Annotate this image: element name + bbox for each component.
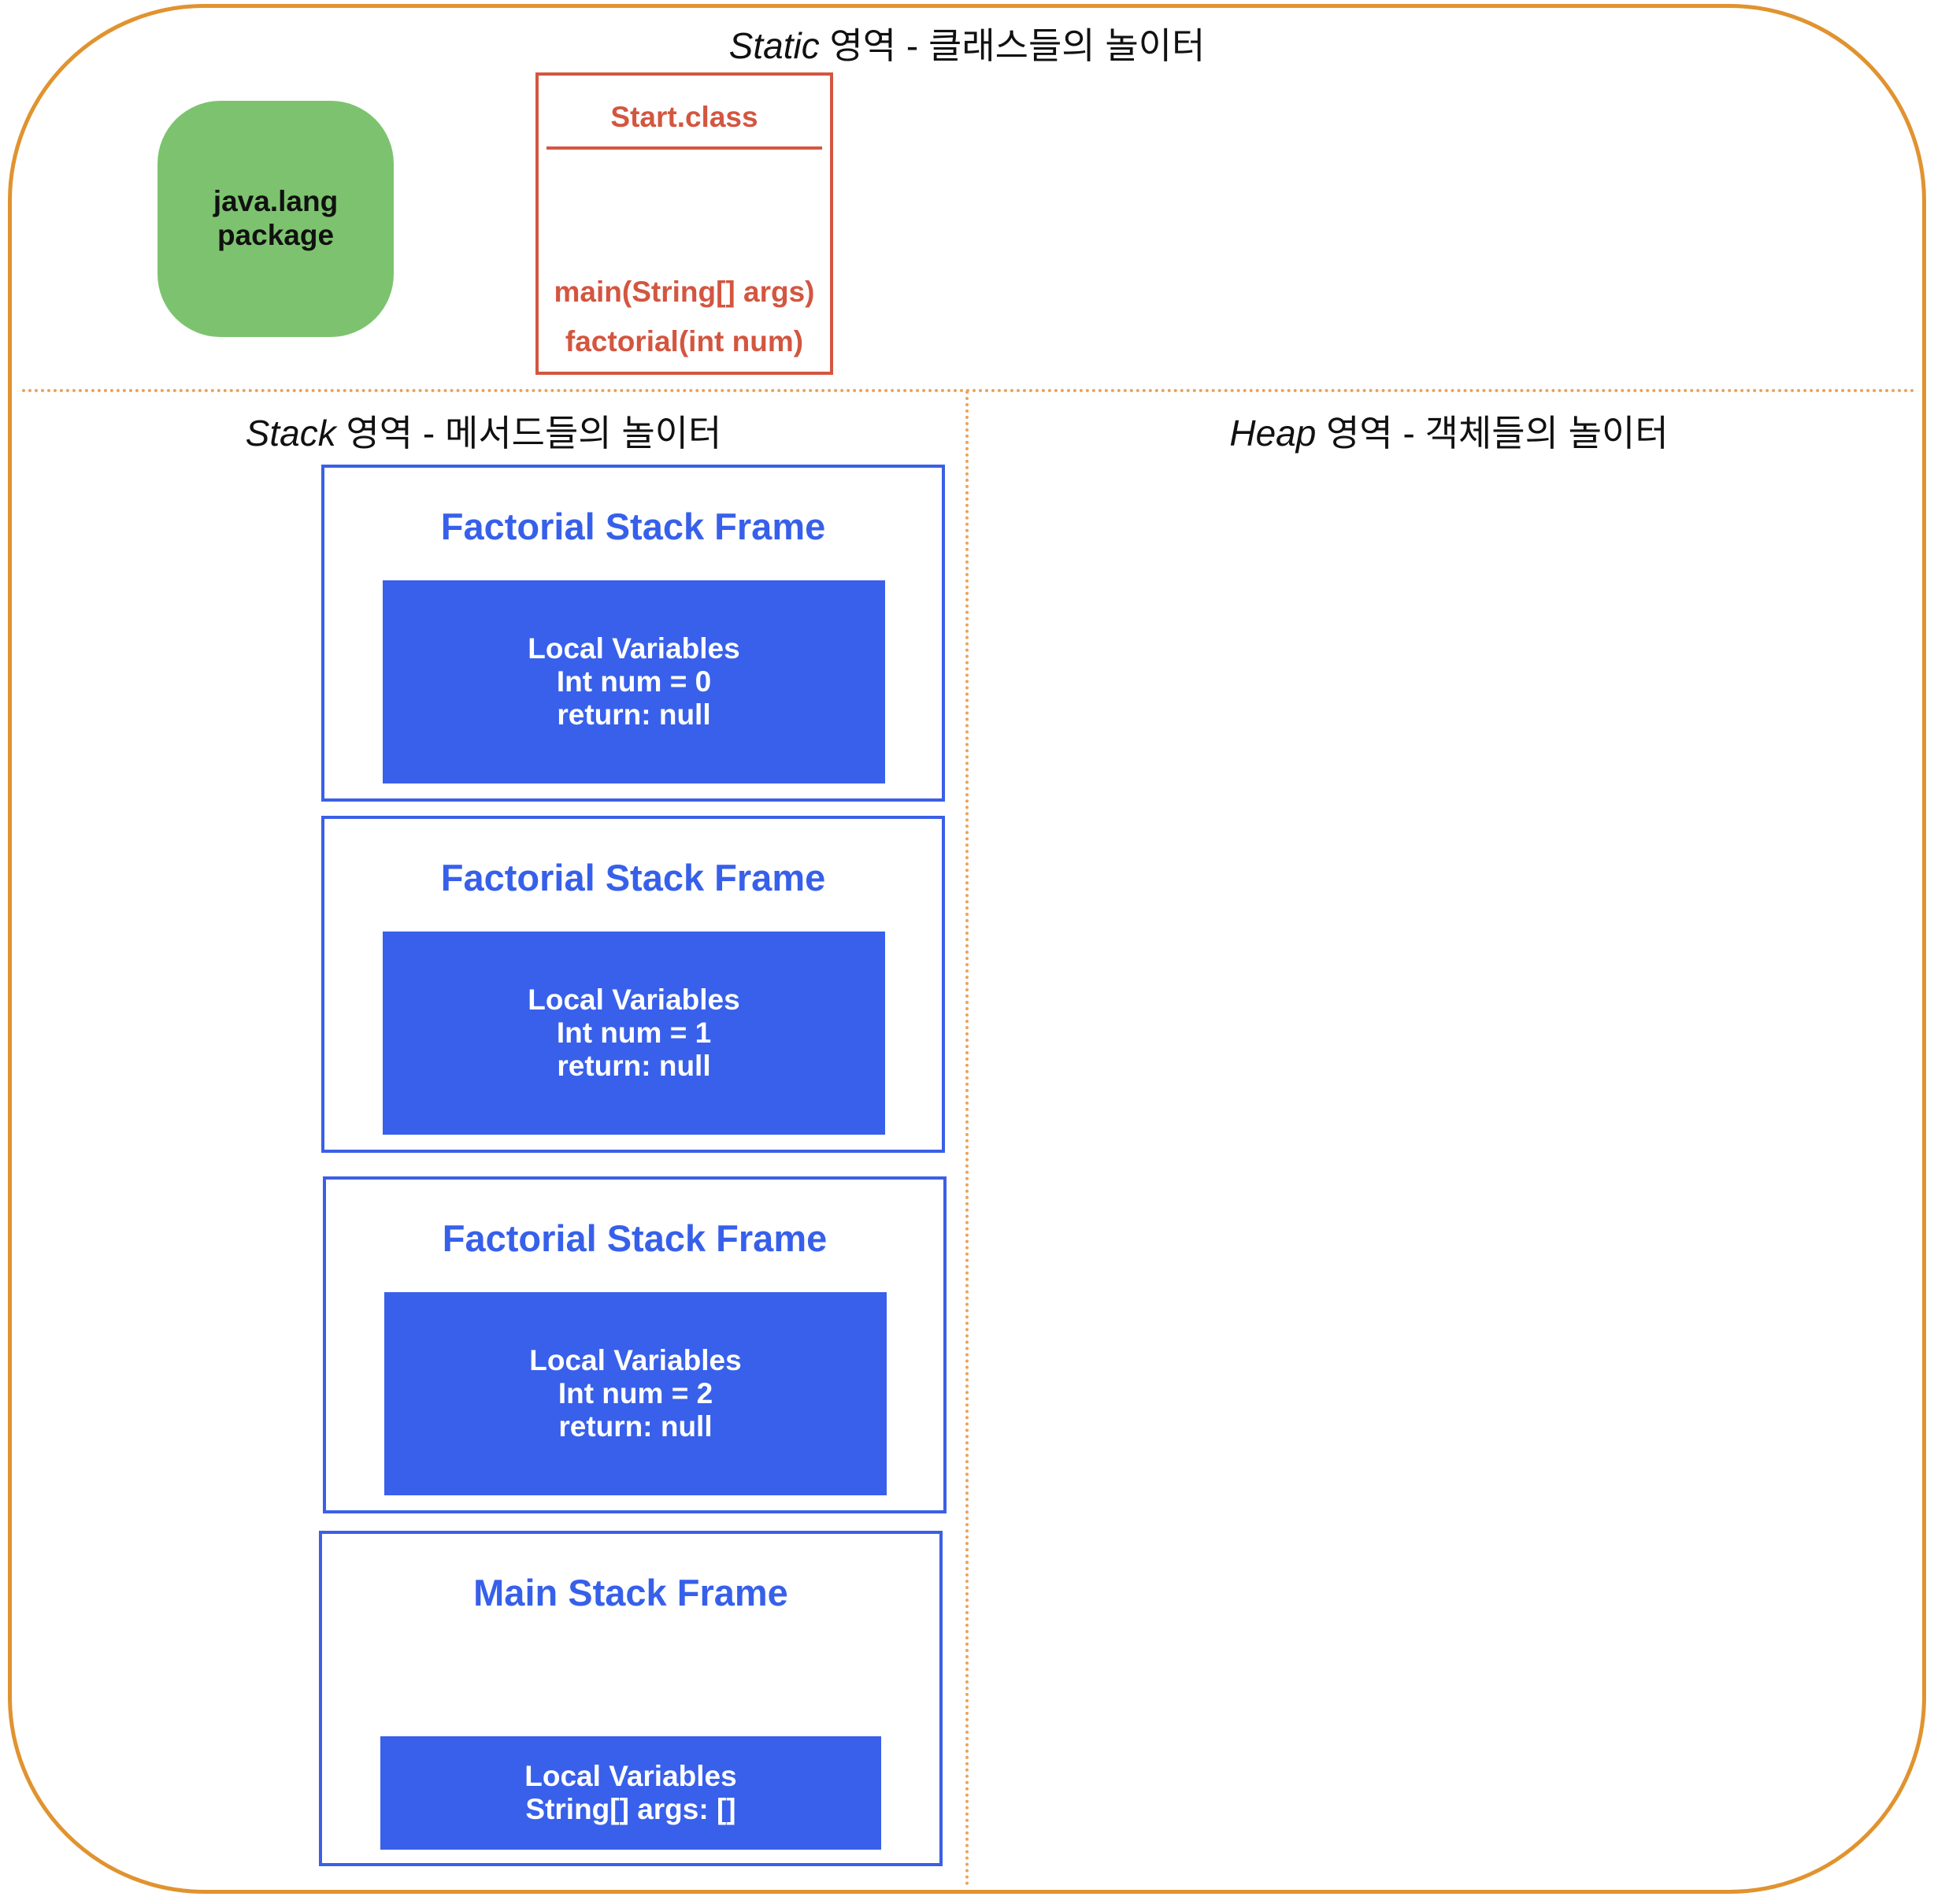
- frame-title: Factorial Stack Frame: [440, 857, 826, 898]
- stack-heap-divider: [965, 391, 969, 1887]
- memory-area-container: [8, 4, 1926, 1894]
- frame-title: Factorial Stack Frame: [442, 1217, 828, 1259]
- stack-title-text: 영역 - 메서드들의 놀이터: [335, 413, 722, 454]
- local-variables-label: Local Variables: [528, 632, 740, 665]
- local-variable-num: Int num = 0: [556, 665, 712, 698]
- local-variable-num: Int num = 1: [556, 1017, 712, 1050]
- local-variables-box: Local Variables Int num = 2 return: null: [384, 1292, 887, 1495]
- static-divider: [22, 389, 1916, 392]
- start-class-box: Start.class main(String[] args) factoria…: [535, 72, 833, 375]
- local-variables-label: Local Variables: [524, 1760, 737, 1793]
- stack-area-title: Stack 영역 - 메서드들의 놀이터: [246, 405, 722, 457]
- stack-title-keyword: Stack: [245, 413, 336, 454]
- local-variables-label: Local Variables: [528, 983, 740, 1017]
- return-value: return: null: [557, 1049, 711, 1082]
- class-divider: [546, 146, 822, 150]
- class-method-factorial: factorial(int num): [565, 325, 804, 357]
- local-variable-num: Int num = 2: [558, 1377, 713, 1410]
- class-name: Start.class: [610, 101, 758, 133]
- local-variables-box: Local Variables Int num = 0 return: null: [383, 580, 885, 783]
- class-method-main: main(String[] args): [554, 276, 815, 308]
- local-variables-box: Local Variables String[] args: []: [380, 1736, 881, 1850]
- main-stack-frame: Main Stack Frame Local Variables String[…: [319, 1531, 943, 1866]
- factorial-stack-frame: Factorial Stack Frame Local Variables In…: [323, 1176, 947, 1513]
- heap-title-keyword: Heap: [1229, 413, 1317, 454]
- local-variables-box: Local Variables Int num = 1 return: null: [383, 932, 885, 1135]
- local-variable-args: String[] args: []: [525, 1793, 736, 1825]
- factorial-stack-frame: Factorial Stack Frame Local Variables In…: [321, 465, 945, 802]
- java-lang-package: java.lang package: [157, 101, 394, 337]
- static-title-text: 영역 - 클래스들의 놀이터: [819, 25, 1206, 66]
- frame-title: Main Stack Frame: [473, 1572, 788, 1613]
- package-label-line1: java.lang: [213, 185, 339, 218]
- frame-title: Factorial Stack Frame: [440, 506, 826, 547]
- local-variables-label: Local Variables: [529, 1344, 742, 1377]
- package-label-line2: package: [217, 219, 335, 251]
- return-value: return: null: [557, 698, 711, 731]
- return-value: return: null: [558, 1409, 713, 1443]
- heap-title-text: 영역 - 객체들의 놀이터: [1316, 413, 1669, 454]
- static-area-title: Static 영역 - 클래스들의 놀이터: [729, 17, 1206, 69]
- static-title-keyword: Static: [728, 25, 820, 66]
- factorial-stack-frame: Factorial Stack Frame Local Variables In…: [321, 816, 945, 1153]
- heap-area-title: Heap 영역 - 객체들의 놀이터: [1229, 405, 1668, 457]
